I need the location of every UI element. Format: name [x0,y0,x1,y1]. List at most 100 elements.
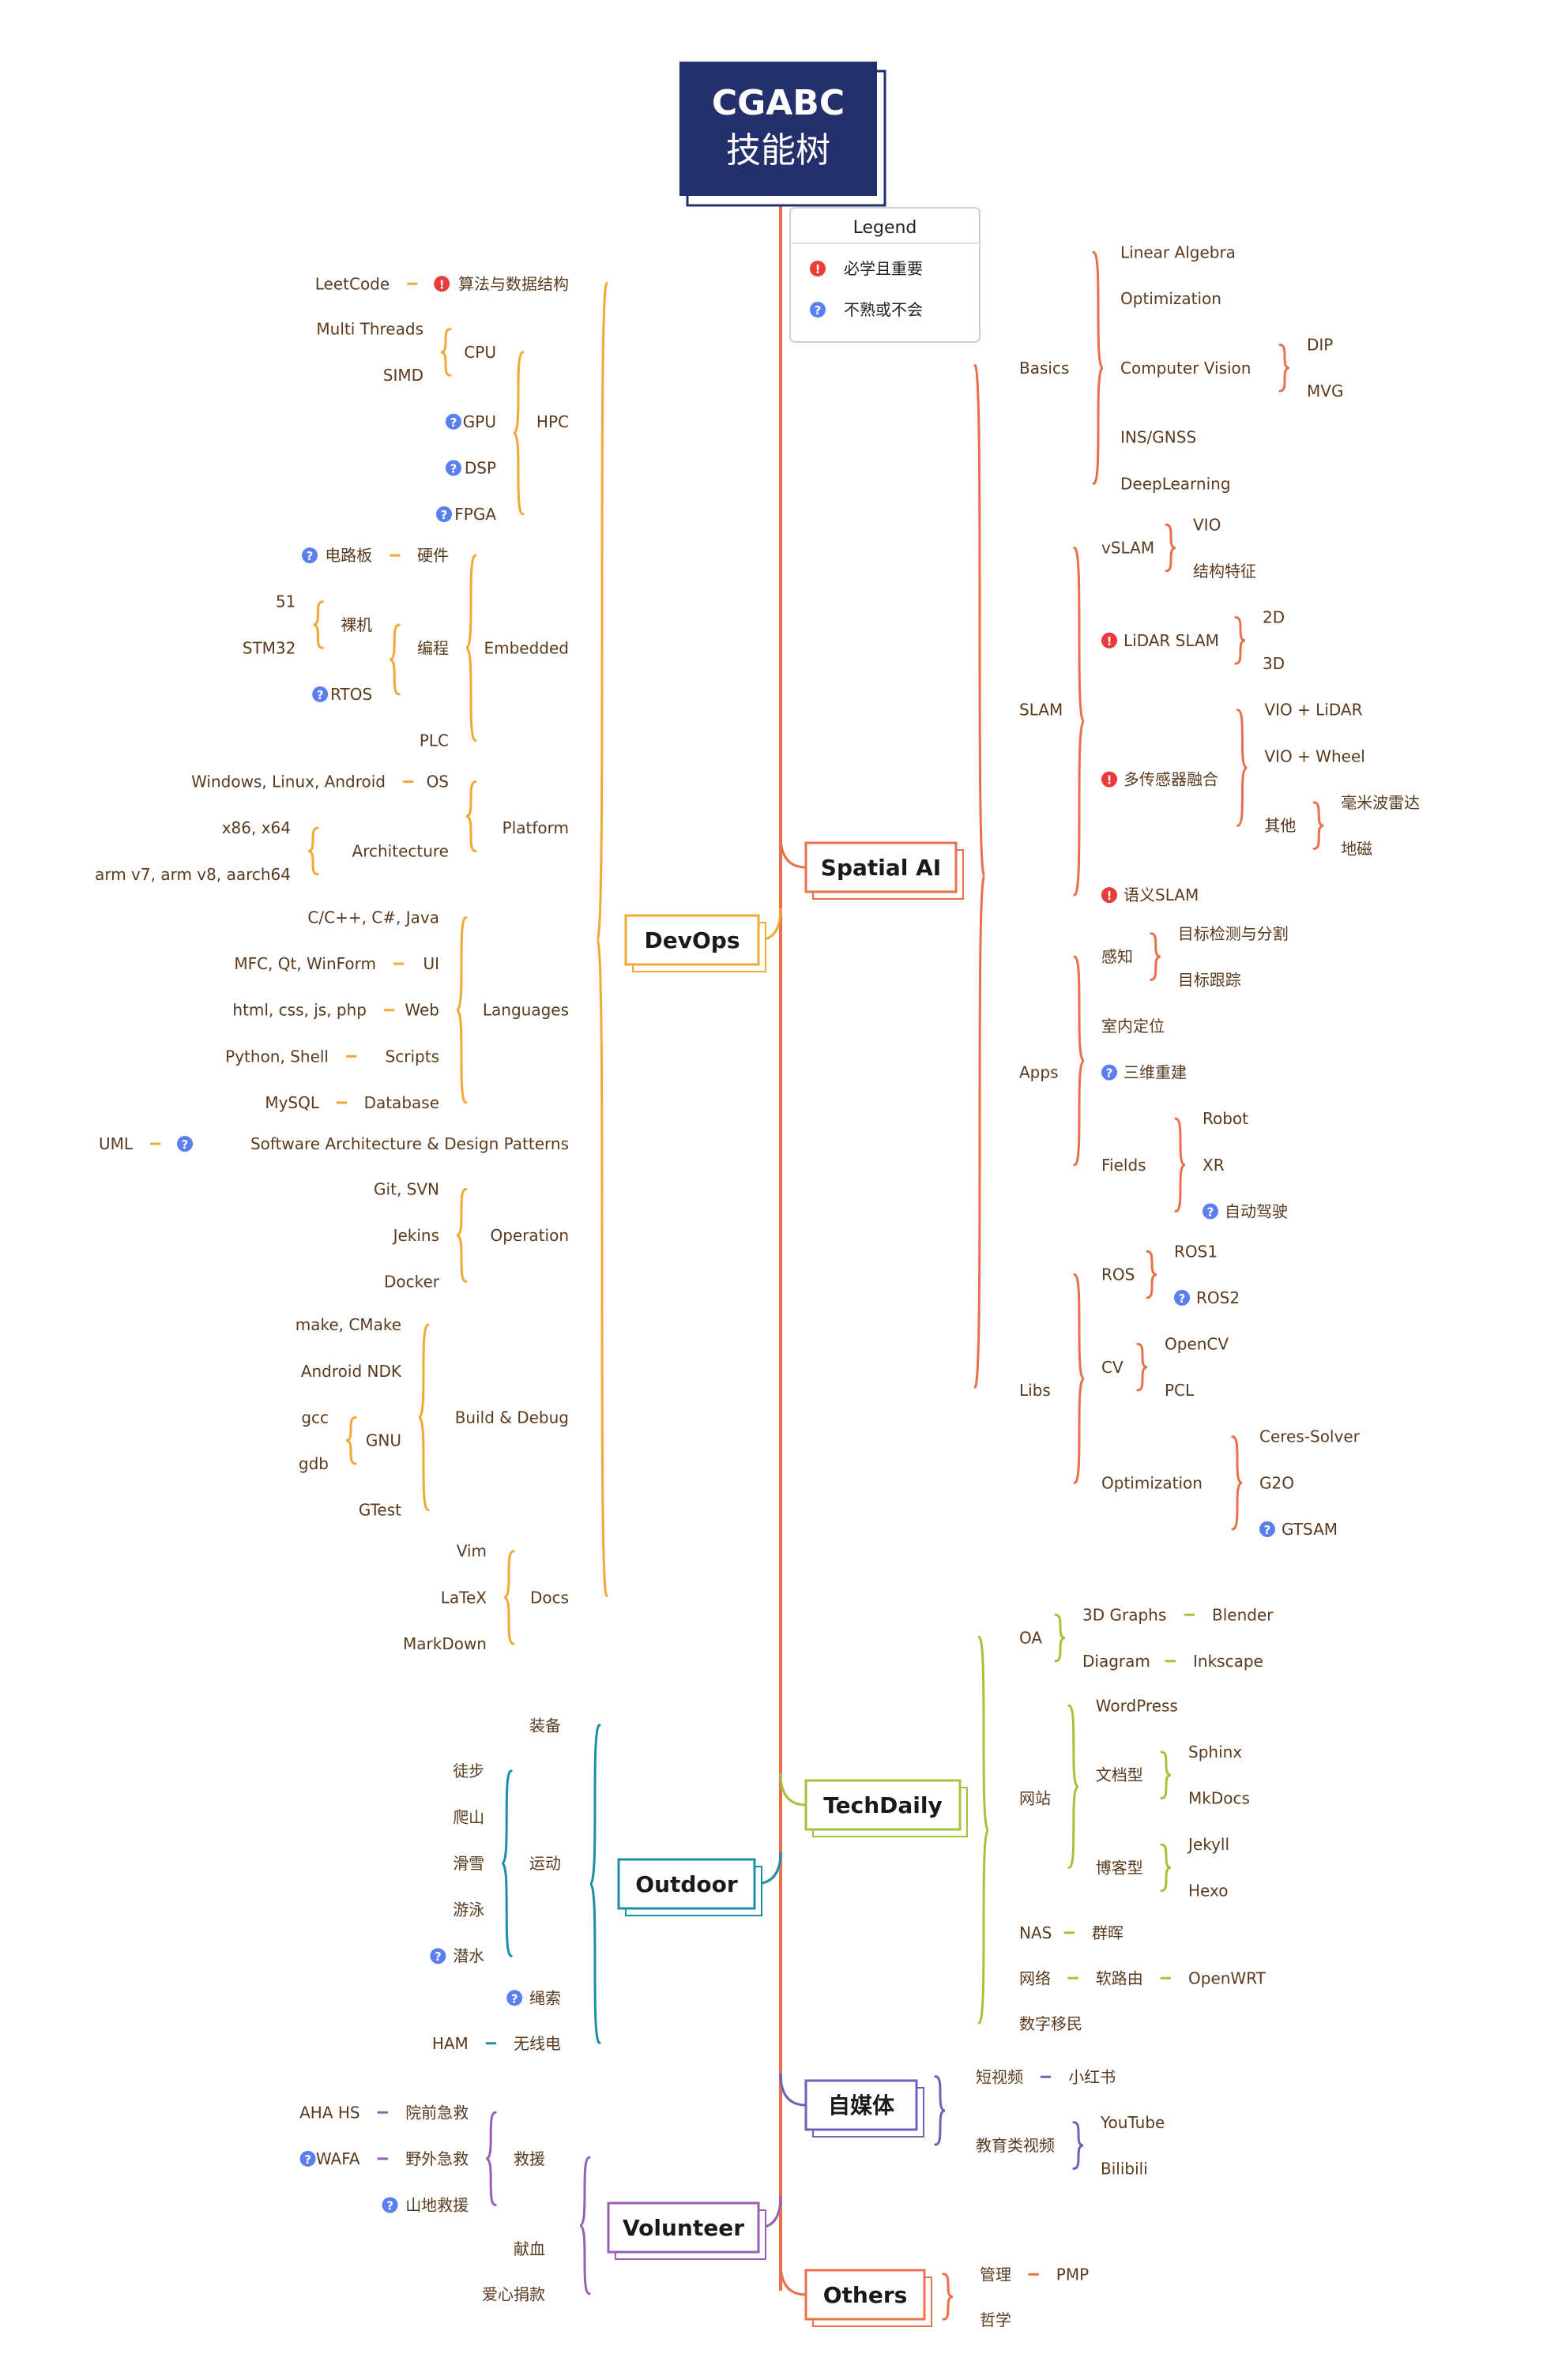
bracket-connector [512,351,525,516]
svg-text:Architecture: Architecture [352,842,449,861]
svg-text:多传感器融合: 多传感器融合 [1124,770,1218,789]
svg-text:vSLAM: vSLAM [1101,539,1154,558]
node-vio: VIO [1193,515,1221,534]
svg-text:?: ? [386,2199,393,2213]
svg-text:OS: OS [427,773,449,791]
bracket-connector [1278,344,1290,393]
node-pcl: PCL [1165,1381,1195,1400]
node-node: 博客型 [1096,1858,1143,1877]
node-x86-x64: x86, x64 [222,818,291,837]
svg-text:院前急救: 院前急救 [405,2103,469,2122]
node-vim: Vim [457,1542,487,1561]
svg-text:裸机: 裸机 [341,615,372,634]
branch-title: TechDaily [823,1792,943,1818]
svg-text:LaTeX: LaTeX [441,1588,487,1607]
unfamiliar-icon: ? [1203,1203,1218,1220]
node-3d: 3D [1263,654,1285,673]
node-wafa: WAFA? [299,2149,360,2168]
svg-text:?: ? [307,549,314,563]
svg-text:LiDAR SLAM: LiDAR SLAM [1124,631,1219,650]
node-wordpress: WordPress [1096,1696,1178,1715]
svg-text:?: ? [511,1991,518,2006]
node-embedded: Embedded [484,638,569,657]
node-dip: DIP [1307,336,1333,355]
node-ros: ROS [1101,1265,1135,1284]
svg-text:SLAM: SLAM [1019,701,1063,720]
legend: Legend!必学且重要?不熟或不会 [789,207,980,343]
svg-text:Diagram: Diagram [1082,1652,1150,1671]
svg-text:OpenCV: OpenCV [1165,1335,1229,1354]
svg-text:51: 51 [276,592,295,611]
important-icon: ! [1101,632,1117,649]
node-operation: Operation [490,1226,569,1245]
node-node: 算法与数据结构! [434,274,569,293]
node-uml: UML [99,1134,134,1153]
connector-lines [149,197,1324,2321]
node-gdb: gdb [299,1454,329,1473]
svg-text:自动驾驶: 自动驾驶 [1225,1201,1288,1220]
node-jekyll: Jekyll [1187,1835,1229,1854]
unfamiliar-icon: ? [810,302,826,318]
svg-text:徒步: 徒步 [453,1762,484,1780]
node-node: 网络 [1019,1968,1051,1987]
svg-text:DeepLearning: DeepLearning [1120,474,1231,493]
node-node: 院前急救 [405,2103,469,2122]
svg-text:ROS1: ROS1 [1174,1242,1218,1261]
node-linear-algebra: Linear Algebra [1120,243,1236,261]
node-node: 文档型 [1096,1765,1143,1784]
important-icon: ! [810,261,826,276]
bracket-connector [485,2111,497,2206]
unfamiliar-icon: ? [446,413,461,430]
node-node: 徒步 [453,1762,484,1780]
bracket-connector [1160,1843,1172,1893]
bracket-connector [1092,250,1105,485]
svg-text:ROS: ROS [1101,1265,1135,1284]
bracket-connector [465,554,477,742]
svg-text:SIMD: SIMD [383,366,423,385]
bracket-connector [973,364,986,1389]
svg-text:arm v7, arm v8, aarch64: arm v7, arm v8, aarch64 [95,865,291,884]
node-vio-lidar: VIO + LiDAR [1264,701,1362,720]
svg-text:哲学: 哲学 [980,2310,1011,2329]
svg-text:2D: 2D [1263,608,1285,627]
branch-connector [779,2073,807,2107]
node-node: 目标跟踪 [1178,970,1241,989]
node-mvg: MVG [1307,382,1343,400]
bracket-connector [1146,1250,1157,1299]
svg-text:VIO + Wheel: VIO + Wheel [1264,746,1364,765]
svg-text:YouTube: YouTube [1100,2113,1165,2132]
svg-text:绳索: 绳索 [529,1988,561,2007]
svg-text:HAM: HAM [432,2034,469,2053]
node-node: 感知 [1101,947,1133,966]
unfamiliar-icon: ? [382,2197,398,2213]
node-ins-gnss: INS/GNSS [1120,428,1196,447]
node-scripts: Scripts [386,1047,439,1066]
node-node: 软路由 [1096,1968,1143,1987]
svg-text:目标检测与分割: 目标检测与分割 [1178,924,1289,943]
svg-text:救援: 救援 [514,2149,545,2168]
node-node: 其他 [1264,816,1296,835]
node-node: 室内定位 [1101,1017,1165,1036]
node-node: 哲学 [980,2310,1011,2329]
svg-text:?: ? [1207,1205,1214,1219]
svg-text:网络: 网络 [1019,1968,1051,1987]
svg-text:地磁: 地磁 [1341,840,1372,859]
svg-text:Platform: Platform [502,818,569,837]
unfamiliar-icon: ? [430,1948,446,1965]
node-node: 网站 [1019,1789,1051,1808]
branch-title: DevOps [645,927,740,953]
svg-text:!: ! [439,277,445,291]
node-node: 数字移民 [1019,2014,1082,2033]
svg-text:CV: CV [1101,1358,1124,1377]
svg-text:AHA HS: AHA HS [299,2103,360,2122]
svg-text:Windows, Linux, Android: Windows, Linux, Android [191,773,386,791]
svg-text:Python, Shell: Python, Shell [225,1047,329,1066]
svg-text:管理: 管理 [980,2265,1011,2284]
svg-text:HPC: HPC [536,412,569,431]
node-dsp: DSP? [446,458,496,477]
svg-text:OpenWRT: OpenWRT [1188,1968,1267,1987]
svg-text:感知: 感知 [1101,947,1133,966]
node-docs: Docs [530,1588,569,1607]
